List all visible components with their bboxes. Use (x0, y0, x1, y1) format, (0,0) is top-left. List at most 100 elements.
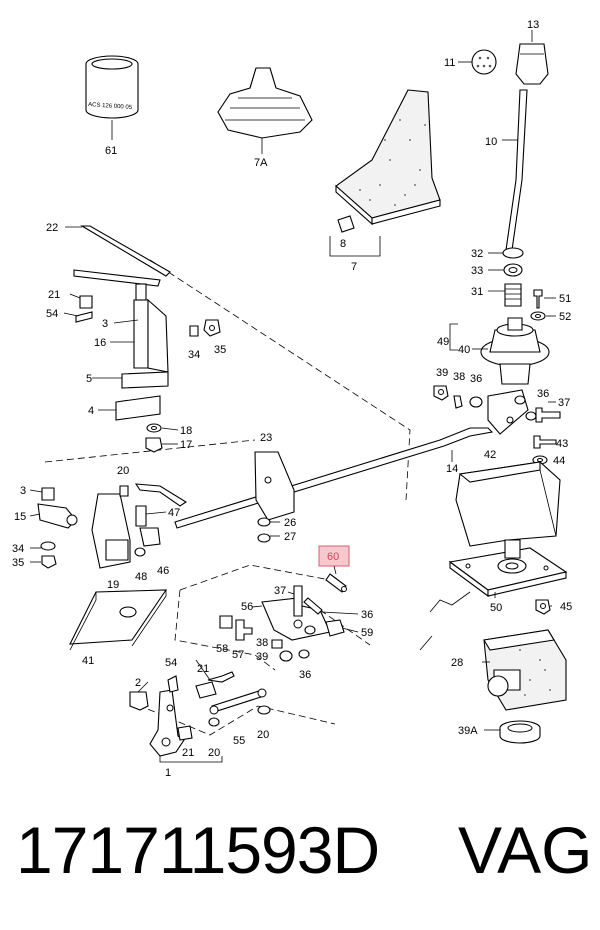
caption: 171711593D VAG (0, 812, 600, 912)
boot-ring-text: ACS 126 000 05 (88, 102, 133, 111)
callout-42: 42 (484, 449, 496, 461)
callout-5: 5 (86, 373, 92, 385)
callout-36c: 36 (361, 609, 373, 621)
callout-35b: 35 (12, 557, 24, 569)
leader-lines (29, 61, 552, 731)
brand-name: VAG (458, 813, 593, 887)
callout-61: 61 (105, 145, 117, 157)
callout-1: 1 (165, 767, 171, 779)
callout-34a: 34 (188, 349, 200, 361)
callout-36d: 36 (299, 669, 311, 681)
callout-13: 13 (527, 19, 539, 31)
callout-32: 32 (471, 248, 483, 260)
callout-38a: 38 (453, 371, 465, 383)
callout-36a: 36 (470, 373, 482, 385)
callout-36b: 36 (537, 388, 549, 400)
callout-39b: 39 (256, 651, 268, 663)
left-middle-parts (37, 483, 188, 569)
callout-57: 57 (232, 649, 244, 661)
callout-50: 50 (490, 602, 502, 614)
callout-18: 18 (180, 425, 192, 437)
callout-20a: 20 (117, 465, 129, 477)
callout-39A: 39A (458, 725, 478, 737)
callout-21c: 21 (182, 747, 194, 759)
callout-34b: 34 (12, 543, 24, 555)
callout-47: 47 (168, 507, 180, 519)
callout-15: 15 (14, 511, 26, 523)
callout-54a: 54 (46, 308, 58, 320)
relay-lever-16 (73, 269, 169, 389)
callout-35a: 35 (214, 344, 226, 356)
gear-lever-10 (502, 89, 528, 251)
exploded-parts-diagram: ACS 126 000 05 (12, 19, 572, 779)
callout-26: 26 (284, 517, 296, 529)
callout-40: 40 (458, 344, 470, 356)
highlighted-part-60 (318, 545, 350, 593)
callout-48: 48 (135, 571, 147, 583)
callout-43: 43 (556, 438, 568, 450)
callout-51: 51 (559, 293, 571, 305)
callout-19: 19 (107, 579, 119, 591)
cover-42 (455, 461, 561, 547)
callout-44: 44 (553, 455, 565, 467)
callout-2: 2 (135, 677, 141, 689)
callout-22: 22 (46, 222, 58, 234)
callout-11: 11 (444, 57, 455, 69)
base-plate-50 (419, 539, 568, 651)
lower-lever-1 (129, 671, 235, 757)
outer-boot-7 (335, 89, 441, 226)
callout-55: 55 (233, 735, 245, 747)
callout-33: 33 (471, 265, 483, 277)
small-hardware-upper-right (433, 385, 561, 435)
callout-3b: 3 (20, 485, 26, 497)
gear-plate-41 (69, 589, 168, 651)
callout-58: 58 (216, 643, 228, 655)
callout-28: 28 (451, 657, 463, 669)
lever-housing-40 (449, 317, 550, 385)
callout-56: 56 (241, 601, 253, 613)
plate-4 (98, 395, 161, 421)
callout-59: 59 (361, 627, 373, 639)
screw-51-washer-52 (530, 289, 556, 321)
callout-23: 23 (260, 432, 272, 444)
callout-7: 7 (351, 261, 357, 273)
callout-14: 14 (446, 463, 458, 475)
part-number: 171711593D (16, 813, 380, 887)
callout-20b: 20 (208, 747, 220, 759)
boot-ring-61: ACS 126 000 05 (85, 55, 139, 140)
callout-37b: 37 (274, 585, 286, 597)
callout-52: 52 (559, 311, 571, 323)
left-small-parts (75, 295, 221, 453)
shift-rod-22 (65, 225, 171, 277)
callout-16: 16 (94, 337, 106, 349)
callout-labels: 13 11 61 7A 10 22 8 7 32 33 31 51 52 21 … (12, 19, 572, 779)
lever-parts-31-33 (488, 247, 524, 307)
callout-38b: 38 (256, 637, 268, 649)
inner-boot-7A (217, 67, 313, 154)
callout-21b: 21 (197, 663, 209, 675)
callout-20c: 20 (257, 729, 269, 741)
gear-knob-13 (515, 30, 549, 85)
callout-21a: 21 (48, 289, 60, 301)
callout-27: 27 (284, 531, 296, 543)
callout-3a: 3 (102, 318, 108, 330)
lower-linkage (219, 585, 345, 662)
support-box-28 (483, 629, 567, 711)
callout-8: 8 (340, 238, 346, 250)
callout-46: 46 (157, 565, 169, 577)
clip-8 (329, 215, 381, 257)
callout-45: 45 (560, 601, 572, 613)
callout-17: 17 (180, 439, 192, 451)
callout-10: 10 (485, 136, 497, 148)
tie-rod-55 (159, 688, 271, 763)
callout-41: 41 (82, 655, 94, 667)
callout-39a: 39 (436, 367, 448, 379)
knob-insert-11 (471, 49, 497, 75)
callout-4: 4 (88, 405, 94, 417)
callout-31: 31 (471, 286, 483, 298)
callout-37a: 37 (558, 397, 570, 409)
callout-60: 60 (327, 551, 339, 563)
callout-54b: 54 (165, 657, 177, 669)
grommet-39A (499, 720, 541, 744)
nut-45 (535, 599, 551, 615)
